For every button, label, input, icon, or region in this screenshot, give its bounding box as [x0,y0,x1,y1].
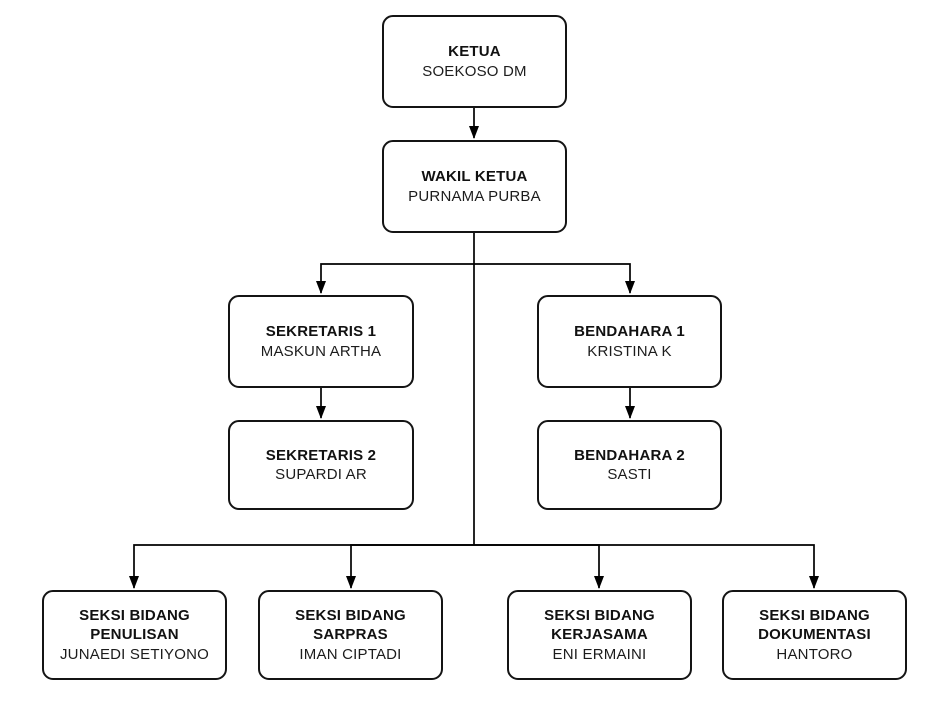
node-bendahara-1: BENDAHARA 1 KRISTINA K [537,295,722,388]
node-person: ENI ERMAINI [552,645,647,663]
node-seksi-penulisan: SEKSI BIDANG PENULISAN JUNAEDI SETIYONO [42,590,227,680]
node-title: BENDAHARA 2 [574,446,685,464]
edge-wakil-penulisan [129,544,474,589]
node-title: KETUA [448,43,501,61]
node-seksi-kerjasama: SEKSI BIDANG KERJASAMA ENI ERMAINI [507,590,692,680]
node-person: SASTI [607,466,652,483]
node-title: WAKIL KETUA [421,168,528,186]
node-sekretaris-2: SEKRETARIS 2 SUPARDI AR [228,420,414,510]
edge-wakil-bendahara1 [474,263,635,294]
node-person: IMAN CIPTADI [299,645,402,663]
node-person: KRISTINA K [587,342,672,360]
node-title: SEKRETARIS 1 [265,323,377,341]
node-person: SUPARDI AR [275,466,367,483]
node-seksi-sarpras: SEKSI BIDANG SARPRAS IMAN CIPTADI [258,590,443,680]
node-person: SOEKOSO DM [422,62,527,80]
node-title: SEKSI BIDANG DOKUMENTASI [758,607,871,644]
node-person: JUNAEDI SETIYONO [59,645,210,663]
node-bendahara-2: BENDAHARA 2 SASTI [537,420,722,510]
edge-wakil-dokumentasi [474,544,819,589]
edge-wakil-sekretaris1 [316,263,474,294]
node-person: PURNAMA PURBA [408,187,541,205]
edge-wakil-kerjasama [474,544,604,589]
node-title: BENDAHARA 1 [574,323,685,341]
node-sekretaris-1: SEKRETARIS 1 MASKUN ARTHA [228,295,414,388]
node-seksi-dokumentasi: SEKSI BIDANG DOKUMENTASI HANTORO [722,590,907,680]
node-ketua: KETUA SOEKOSO DM [382,15,567,108]
node-wakil-ketua: WAKIL KETUA PURNAMA PURBA [382,140,567,233]
node-title: SEKRETARIS 2 [265,446,377,464]
node-person: MASKUN ARTHA [260,342,382,360]
node-title: SEKSI BIDANG PENULISAN [79,607,190,644]
edge-wakil-sarpras [346,544,474,589]
node-title: SEKSI BIDANG KERJASAMA [544,607,655,644]
node-person: HANTORO [776,645,853,663]
node-title: SEKSI BIDANG SARPRAS [295,607,406,644]
